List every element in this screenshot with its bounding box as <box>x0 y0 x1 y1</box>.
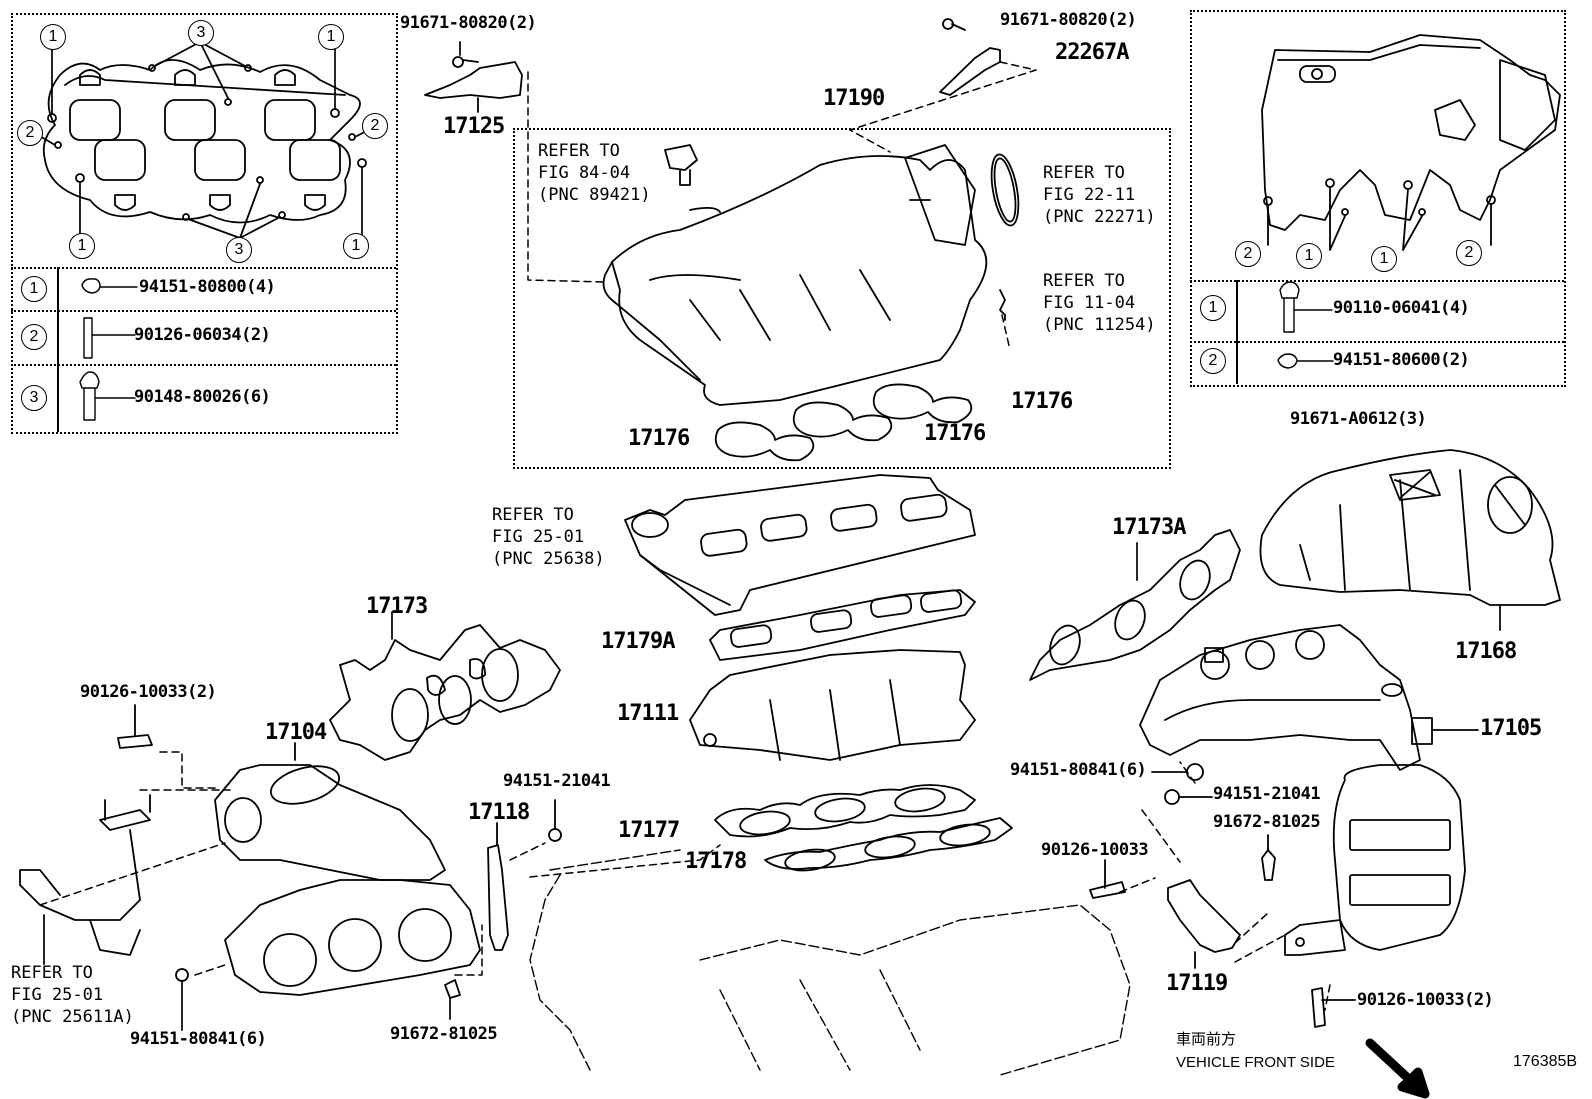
legend-part-number[interactable]: 90110-06041(4) <box>1333 298 1470 318</box>
exhaust-manifold-17105-drawing <box>1139 624 1479 956</box>
bracket-17119-drawing <box>1089 763 1356 1028</box>
heat-insulator-17168-drawing <box>1259 449 1561 631</box>
part-91671-80820-upper-left[interactable]: 91671-80820(2) <box>400 13 537 33</box>
part-17179A[interactable]: 17179A <box>601 629 675 654</box>
inset-left-marker: 1 <box>40 24 66 50</box>
part-17105[interactable]: 17105 <box>1480 716 1542 741</box>
washer-bolt-icon <box>79 371 100 421</box>
part-17119[interactable]: 17119 <box>1166 971 1228 996</box>
inset-right-legend-column <box>1236 280 1238 384</box>
gasket-17173A-drawing <box>1029 529 1241 681</box>
bracket-17125-drawing <box>424 41 523 113</box>
inset-right-legend-divider-2 <box>1190 341 1564 343</box>
inset-left-marker: 3 <box>226 237 252 263</box>
inset-left-marker: 1 <box>69 233 95 259</box>
inset-left-frame <box>11 13 398 434</box>
flange-nut-icon-right <box>1277 353 1298 369</box>
part-90126-10033-left[interactable]: 90126-10033(2) <box>80 682 217 702</box>
bracket-22267A-drawing <box>939 18 1001 96</box>
inset-left-legend-divider-2 <box>11 310 396 312</box>
flange-nut-icon <box>81 278 101 294</box>
inset-left-marker: 2 <box>17 120 43 146</box>
inset-right-marker: 1 <box>1296 243 1322 269</box>
part-17176-middle[interactable]: 17176 <box>924 421 986 446</box>
flange-bolt-icon <box>1279 281 1300 333</box>
inset-right-legend-divider-1 <box>1190 280 1564 282</box>
legend-part-number[interactable]: 90126-06034(2) <box>134 325 271 345</box>
gasket-17173-drawing <box>329 611 561 761</box>
inset-left-legend-column <box>57 267 59 432</box>
part-91671-A0612[interactable]: 91671-A0612(3) <box>1290 409 1427 429</box>
part-17176-right[interactable]: 17176 <box>1011 389 1073 414</box>
inset-left-legend-divider-3 <box>11 364 396 366</box>
engine-block-outline <box>529 849 1131 1076</box>
reference-fig-25-01-lower[interactable]: REFER TO FIG 25-01 (PNC 25611A) <box>11 963 134 1027</box>
vehicle-front-label: VEHICLE FRONT SIDE <box>1176 1054 1335 1071</box>
legend-part-number[interactable]: 90148-80026(6) <box>134 387 271 407</box>
part-91671-80820-upper-right[interactable]: 91671-80820(2) <box>1000 10 1137 30</box>
inset-left-legend-divider-1 <box>11 267 396 269</box>
part-17178[interactable]: 17178 <box>685 849 747 874</box>
part-94151-80841-left[interactable]: 94151-80841(6) <box>130 1029 267 1049</box>
inset-left-marker: 1 <box>318 24 344 50</box>
legend-part-number[interactable]: 94151-80800(4) <box>139 277 276 297</box>
part-17173[interactable]: 17173 <box>366 594 428 619</box>
part-17111[interactable]: 17111 <box>617 701 679 726</box>
inset-left-marker: 2 <box>362 113 388 139</box>
legend-ref-marker: 2 <box>21 324 47 350</box>
inset-right-marker: 2 <box>1456 240 1482 266</box>
part-17104[interactable]: 17104 <box>265 720 327 745</box>
part-94151-80841-right[interactable]: 94151-80841(6) <box>1010 760 1147 780</box>
legend-ref-marker: 1 <box>21 276 47 302</box>
part-90126-10033-lower-right[interactable]: 90126-10033(2) <box>1357 990 1494 1010</box>
part-90126-10033-right[interactable]: 90126-10033 <box>1041 840 1149 860</box>
catalytic-converter-17104-drawing <box>19 704 562 1031</box>
legend-part-number[interactable]: 94151-80600(2) <box>1333 350 1470 370</box>
part-22267A[interactable]: 22267A <box>1055 40 1129 65</box>
reference-fig-25-01-upper[interactable]: REFER TO FIG 25-01 (PNC 25638) <box>492 505 605 569</box>
part-17190[interactable]: 17190 <box>823 86 885 111</box>
inset-right-frame <box>1190 10 1566 387</box>
lower-intake-manifold-drawing <box>624 474 1013 872</box>
reference-fig-11-04[interactable]: REFER TO FIG 11-04 (PNC 11254) <box>1043 271 1156 335</box>
part-91672-81025-right[interactable]: 91672-81025 <box>1213 812 1321 832</box>
inset-left-marker: 3 <box>188 20 214 46</box>
part-17176-left[interactable]: 17176 <box>628 426 690 451</box>
intake-plenum-drawing <box>602 144 1020 462</box>
part-94151-21041-right[interactable]: 94151-21041 <box>1213 784 1321 804</box>
part-17177[interactable]: 17177 <box>618 818 680 843</box>
vehicle-front-arrow-icon <box>1365 1038 1430 1099</box>
legend-ref-marker: 1 <box>1200 295 1226 321</box>
reference-fig-22-11[interactable]: REFER TO FIG 22-11 (PNC 22271) <box>1043 163 1156 227</box>
legend-ref-marker: 3 <box>21 385 47 411</box>
legend-ref-marker: 2 <box>1200 348 1226 374</box>
vehicle-front-label-jp: 車両前方 <box>1176 1031 1237 1048</box>
inset-right-marker: 1 <box>1371 246 1397 272</box>
part-91672-81025-left[interactable]: 91672-81025 <box>390 1024 498 1044</box>
stud-bolt-icon <box>83 317 93 359</box>
inset-right-marker: 2 <box>1235 241 1261 267</box>
part-17173A[interactable]: 17173A <box>1112 515 1186 540</box>
legend-icons <box>79 278 1334 421</box>
inset-right-manifold-drawing <box>1261 34 1561 251</box>
part-17118[interactable]: 17118 <box>468 800 530 825</box>
part-17168[interactable]: 17168 <box>1455 639 1517 664</box>
inset-left-marker: 1 <box>343 233 369 259</box>
figure-id: 176385B <box>1513 1053 1578 1070</box>
part-94151-21041-left[interactable]: 94151-21041 <box>503 771 611 791</box>
intake-plenum-frame <box>513 128 1171 469</box>
part-17125[interactable]: 17125 <box>443 114 505 139</box>
reference-fig-84-04[interactable]: REFER TO FIG 84-04 (PNC 89421) <box>538 141 651 205</box>
